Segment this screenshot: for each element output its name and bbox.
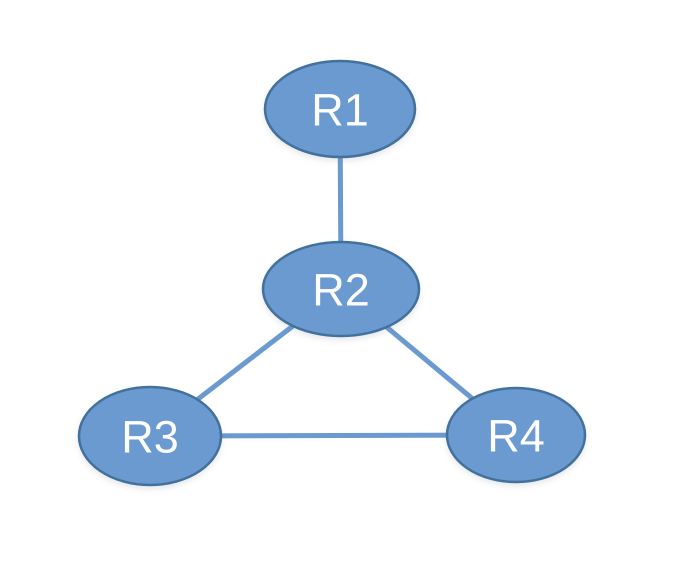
node-r1-label: R1 xyxy=(311,85,369,136)
node-r3: R3 xyxy=(77,385,223,487)
node-r3-ellipse xyxy=(77,385,223,487)
node-r4: R4 xyxy=(445,386,587,484)
node-r3-label: R3 xyxy=(121,412,179,463)
node-r2: R2 xyxy=(261,240,421,338)
node-r2-label: R2 xyxy=(312,265,370,316)
node-r1: R1 xyxy=(263,59,417,159)
node-r4-ellipse xyxy=(445,386,587,484)
node-r4-label: R4 xyxy=(487,411,545,462)
node-r2-ellipse xyxy=(261,240,421,338)
node-r1-ellipse xyxy=(263,59,417,159)
